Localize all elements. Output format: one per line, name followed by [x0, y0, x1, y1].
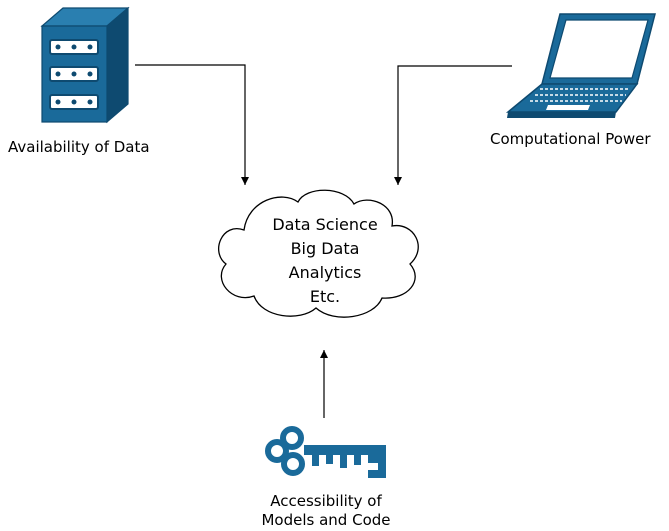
computational-power-label: Computational Power: [490, 130, 651, 148]
cloud-line-analytics: Analytics: [288, 263, 362, 282]
cloud-line-etc: Etc.: [309, 287, 341, 306]
arrow-data-to-cloud: [135, 64, 249, 185]
accessibility-of-models-label: Accessibility of Models and Code: [228, 492, 424, 530]
cloud-line-big-data: Big Data: [290, 239, 360, 258]
server-drawer-middle: [49, 66, 99, 82]
server-cabinet-icon: [40, 6, 130, 124]
availability-of-data-label: Availability of Data: [8, 138, 150, 156]
key-icon: [265, 426, 386, 478]
accessibility-label-line-2: Models and Code: [261, 511, 391, 529]
laptop-keyboard: [530, 88, 630, 102]
center-cloud: [218, 189, 419, 318]
cloud-line-data-science: Data Science: [272, 215, 378, 234]
laptop-icon: [505, 13, 656, 118]
server-drawer-top: [49, 39, 99, 55]
accessibility-label-line-1: Accessibility of: [270, 492, 382, 510]
server-drawer-bottom: [49, 94, 99, 110]
cloud-text: Data Science Big Data Analytics Etc.: [220, 213, 430, 309]
arrow-compute-to-cloud: [394, 65, 512, 185]
